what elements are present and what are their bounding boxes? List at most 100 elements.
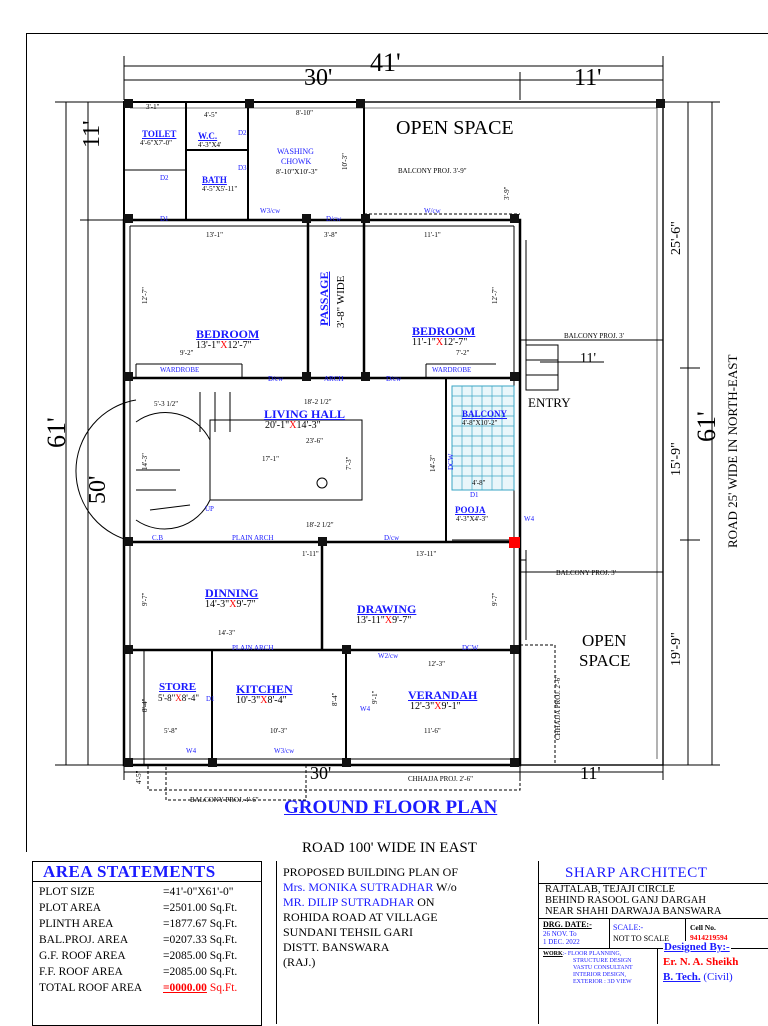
arch-label: ARCH: [324, 375, 344, 383]
dim-14-3-hall: 14'-3": [429, 455, 437, 472]
room-toilet: TOILET: [142, 129, 177, 139]
proposal-line1: PROPOSED BUILDING PLAN OF: [283, 865, 459, 879]
dim-11-left: 11': [79, 120, 105, 148]
d3-bath: D3: [238, 164, 247, 172]
w3cw-kitchen: W3/cw: [274, 747, 295, 755]
architect-addr1: RAJTALAB, TEJAJI CIRCLE: [545, 884, 675, 895]
scale-value: NOT TO SCALE: [613, 934, 670, 943]
dim-4-8: 4'-8": [472, 479, 486, 487]
room-pooja: POOJA: [455, 505, 486, 515]
area-row-4-label: BAL.PROJ. AREA: [39, 934, 129, 946]
dim-17-1: 17'-1": [262, 455, 279, 463]
room-balcony: BALCONY: [462, 409, 508, 419]
dim-5-3h: 5'-3 1/2": [154, 400, 179, 408]
dim-4-5: 4'-5": [204, 111, 218, 119]
dim-13-1: 13'-1": [206, 231, 223, 239]
dim-14-3-din: 14'-3": [218, 629, 235, 637]
dim-30-top: 30': [304, 65, 333, 91]
dim-41: 41': [370, 48, 401, 77]
room-living-hall: LIVING HALL: [264, 407, 346, 421]
dim-11-1: 11'-1": [424, 231, 441, 239]
dim-3-1: 3'-1": [146, 103, 160, 111]
dim-3-9: 3'-9": [503, 186, 511, 200]
room-wc: W.C.: [198, 131, 218, 141]
proposal-line4: ROHIDA ROAD AT VILLAGE: [283, 910, 438, 924]
room-living-size: 20'-1"X14'-3": [265, 420, 321, 431]
dim-15-9-right: 15'-9": [669, 442, 684, 476]
room-toilet-size: 4'-6"X7'-0": [140, 139, 172, 147]
w4-store: W4: [186, 747, 197, 755]
dim-9-1: 9'-1": [371, 690, 379, 704]
work-5: EXTERIOR : 3D VIEW: [573, 979, 632, 985]
w4-verandah: W4: [360, 705, 371, 713]
dim-25-6-right: 25'-6": [669, 221, 684, 255]
plain-arch-1: PLAIN ARCH: [232, 534, 274, 542]
chhajja-bottom: CHHAJJA PROJ. 2'-6": [408, 775, 473, 783]
room-drawing-size: 13'-11"X9'-7": [356, 615, 412, 626]
dim-7-3: 7'-3": [345, 456, 353, 470]
balcony-proj-bottom: BALCONY PROJ. 4'-6": [190, 796, 259, 804]
area-row-3-label: PLINTH AREA: [39, 918, 114, 930]
up-label: UP: [205, 505, 214, 513]
entry-label: ENTRY: [528, 395, 571, 410]
room-verandah: VERANDAH: [408, 688, 478, 702]
d2-toilet: D2: [160, 174, 169, 182]
work-label: WORK:- FLOOR PLANNING,: [543, 951, 622, 957]
dim-61-left: 61': [42, 417, 71, 448]
room-dinning-size: 14'-3"X9'-7": [205, 599, 256, 610]
room-drawing: DRAWING: [357, 602, 417, 616]
room-pooja-size: 4'-3"X4'-3": [456, 515, 488, 523]
area-row-5-value: =2085.00 Sq.Ft.: [163, 950, 238, 962]
open-space-top: OPEN SPACE: [396, 117, 514, 139]
area-row-3-value: =1877.67 Sq.Ft.: [163, 918, 238, 930]
work-2: STRUCTURE DESIGN: [573, 958, 632, 964]
area-total-label: TOTAL ROOF AREA: [39, 982, 143, 994]
room-washing-1: WASHING: [277, 147, 314, 156]
dim-9-2: 9'-2": [180, 349, 194, 357]
wardrobe-1: WARDROBE: [160, 366, 200, 374]
architect-box: SHARP ARCHITECT RAJTALAB, TEJAJI CIRCLE …: [538, 861, 768, 1024]
dcw-bed2: D/cw: [386, 375, 402, 383]
area-total-value: =0000.00 Sq.Ft.: [163, 982, 238, 994]
dim-9-7-b: 9'-7": [491, 592, 499, 606]
proposal-box: PROPOSED BUILDING PLAN OF Mrs. MONIKA SU…: [276, 861, 535, 1024]
dim-12-7-a: 12'-7": [141, 287, 149, 304]
w3cw-top: W3/cw: [260, 207, 281, 215]
room-bedroom-2-size: 11'-1"X12'-7": [412, 337, 468, 348]
floor-plan-svg: [55, 56, 720, 801]
entry-dim: 11': [580, 351, 597, 366]
dim-23-6: 23'-6": [306, 437, 323, 445]
room-bath: BATH: [202, 175, 227, 185]
area-row-5-label: G.F. ROOF AREA: [39, 950, 126, 962]
area-statements-box: AREA STATEMENTS PLOT SIZE =41'-0"X61'-0"…: [32, 861, 262, 1026]
dim-8-4-a: 8'-4": [141, 698, 149, 712]
drg-date-label: DRG. DATE:-: [543, 920, 592, 929]
room-store-size: 5'-8"X8'-4": [158, 693, 200, 703]
d1-store: D1: [206, 695, 215, 703]
work-3: VASTU CONSULTANT: [573, 965, 633, 971]
chhajja-side: CHHAJJA PROJ. 2'-6": [554, 675, 562, 740]
dim-10-3-kit: 10'-3": [270, 727, 287, 735]
d2-wc: D2: [238, 129, 247, 137]
area-row-2-value: =2501.00 Sq.Ft.: [163, 902, 238, 914]
cb-label: C.B: [152, 534, 164, 542]
dim-11-bottom: 11': [580, 763, 601, 783]
drg-date-1: 26 NOV. To: [543, 930, 577, 938]
area-row-6-label: F.F. ROOF AREA: [39, 966, 123, 978]
proposal-line5: SUNDANI TEHSIL GARI: [283, 925, 413, 939]
area-row-6-value: =2085.00 Sq.Ft.: [163, 966, 238, 978]
road-north-east: ROAD 25' WIDE IN NORTH-EAST: [725, 354, 740, 548]
architect-name: SHARP ARCHITECT: [565, 865, 708, 881]
room-wc-size: 4'-3"X4': [198, 141, 222, 149]
plain-arch-2: PLAIN ARCH: [232, 644, 274, 652]
proposal-line6: DISTT. BANSWARA: [283, 940, 390, 954]
open-space-right-1: OPEN: [582, 631, 627, 650]
room-bath-size: 4'-5"X5'-11": [202, 185, 238, 193]
dim-13-11: 13'-11": [416, 550, 437, 558]
wcw-top: W/cw: [424, 207, 441, 215]
dim-11-6: 11'-6": [424, 727, 441, 735]
dim-10-3: 10'-3": [341, 153, 349, 170]
proposal-line3: MR. DILIP SUTRADHAR ON: [283, 895, 435, 909]
room-balcony-size: 4'-8"X10'-2": [462, 419, 498, 427]
dim-8-10: 8'-10": [296, 109, 313, 117]
